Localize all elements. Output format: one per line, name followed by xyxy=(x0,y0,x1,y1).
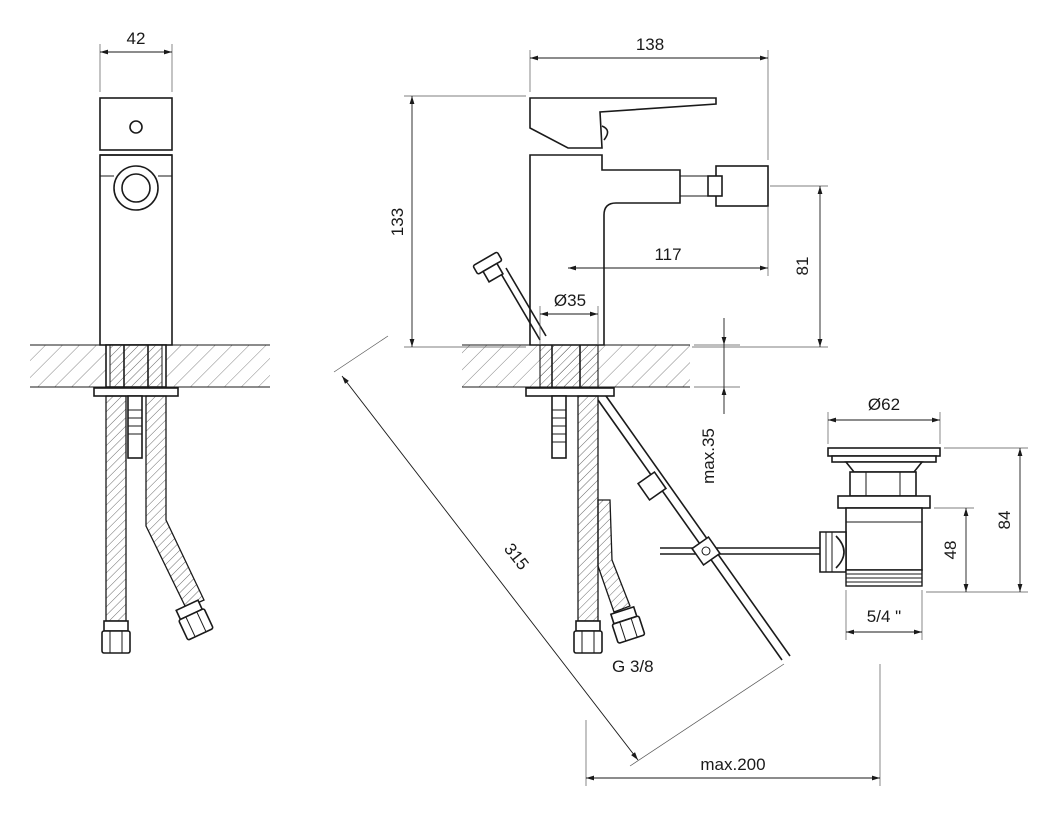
outlet-front xyxy=(113,165,159,211)
dim-spout-reach: 117 xyxy=(654,245,681,264)
dim-spout-height: 81 xyxy=(793,257,812,276)
hose-right-side xyxy=(597,499,631,613)
dim-waste-thread: 5/4 " xyxy=(867,607,901,626)
lever-side xyxy=(529,97,717,149)
hose-left-front xyxy=(105,395,127,622)
hose-right-front xyxy=(145,395,205,609)
faucet-body-side xyxy=(529,154,681,346)
dim-rod-length: 315 xyxy=(500,540,532,574)
front-view: 42 xyxy=(30,29,270,654)
dim-waste-diameter: Ø62 xyxy=(868,395,900,414)
dim-width-front: 42 xyxy=(127,29,146,48)
side-view: 138 133 117 81 Ø35 max.35 315 xyxy=(333,35,881,786)
dim-total-length: 138 xyxy=(636,35,664,54)
lever-front xyxy=(99,97,173,151)
hose-left-side xyxy=(577,395,599,622)
faucet-body-front xyxy=(99,154,173,346)
dim-waste-outlet-height: 48 xyxy=(941,541,960,560)
dim-hole-diameter: Ø35 xyxy=(554,291,586,310)
connection-thread-label: G 3/8 xyxy=(612,657,654,676)
dim-height: 133 xyxy=(388,208,407,236)
waste-drain: Ø62 84 48 5/4 " xyxy=(819,395,1028,640)
spout-head-side xyxy=(715,165,769,207)
dim-rod-reach: max.200 xyxy=(700,755,765,774)
dim-waste-height: 84 xyxy=(995,511,1014,530)
dim-max-thickness: max.35 xyxy=(699,428,718,484)
waste-body xyxy=(845,507,923,571)
